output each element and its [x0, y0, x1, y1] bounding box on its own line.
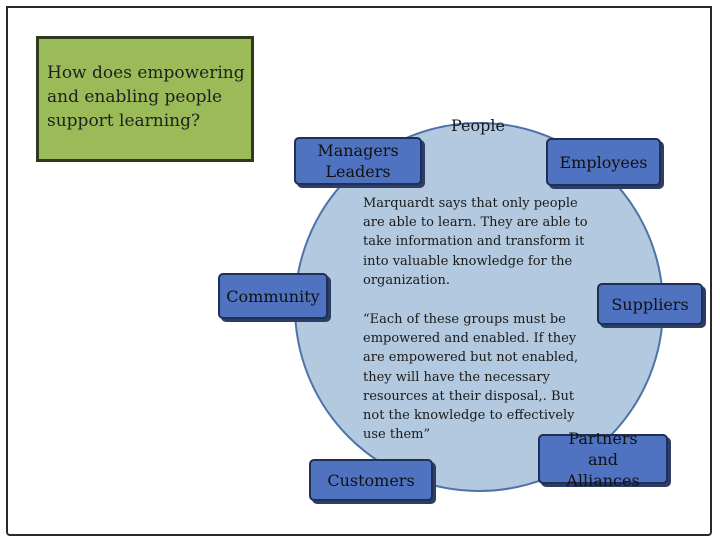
node-employees-label: Employees	[559, 152, 648, 172]
node-managers-leaders: Managers Leaders	[294, 137, 422, 185]
question-text: How does empowering and enabling people …	[47, 63, 245, 131]
question-box: How does empowering and enabling people …	[36, 36, 254, 162]
node-customers-label: Customers	[327, 470, 415, 490]
node-employees: Employees	[546, 138, 661, 186]
quote-text: “Each of these groups must be empowered …	[363, 312, 579, 443]
node-community: Community	[218, 273, 328, 319]
node-partners-alliances-label: Partners and Alliances	[566, 428, 640, 490]
node-suppliers-label: Suppliers	[611, 294, 689, 314]
node-partners-alliances: Partners and Alliances	[538, 429, 668, 490]
slide-frame	[6, 6, 712, 536]
node-customers: Customers	[309, 459, 433, 501]
marquardt-text: Marquardt says that only people are able…	[363, 196, 588, 288]
node-community-label: Community	[226, 286, 320, 306]
node-suppliers: Suppliers	[597, 283, 703, 325]
node-managers-leaders-label: Managers Leaders	[317, 141, 399, 181]
people-label: People	[451, 116, 505, 135]
slide-frame-top	[6, 6, 712, 8]
